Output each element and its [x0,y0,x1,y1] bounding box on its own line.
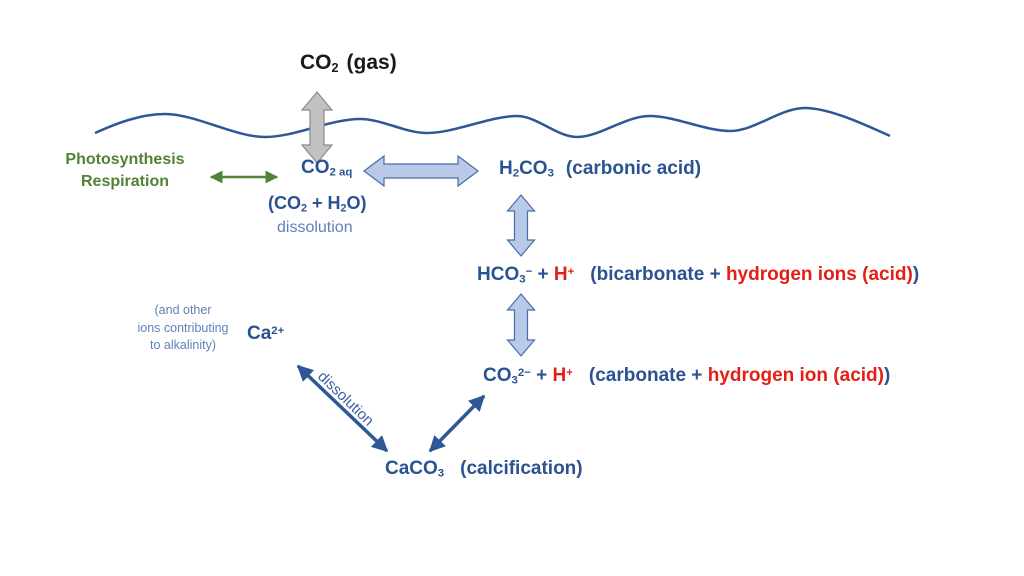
co2-aq-label: CO2 aq [301,157,352,179]
co3-subscript: 3 [511,374,518,387]
co2-h2o-p1: (CO [268,193,301,213]
co3-charge: 2− [517,366,531,379]
water-surface-wave [94,106,891,139]
co3-formula: CO [483,365,512,386]
hco3-subscript: 3 [519,273,526,286]
alkalinity-note: (and other ions contributing to alkalini… [127,302,239,355]
caco3-subscript: 3 [437,467,445,480]
co2-gas-state: (gas) [346,51,397,74]
co2-aq-subscript: 2 aq [329,166,353,179]
plus-sign: + [532,264,554,285]
co2-gas-formula: CO [300,51,332,74]
calcium-ion-label: Ca2+ [247,323,284,345]
alkalinity-note-line3: to alkalinity) [150,338,216,352]
hco3-formula: HCO [477,264,520,285]
photosynthesis-text: Photosynthesis [65,151,185,168]
co2-aq-formula: CO [301,157,330,178]
air-sea-exchange-arrow [300,91,334,164]
hydrogen-ion: H [553,264,568,285]
calcium-formula: Ca [247,323,272,344]
co2-gas-label: CO2 (gas) [300,51,397,75]
co2-h2o-s1: 2 [301,202,308,215]
hydrogen-ion-charge: + [567,265,575,278]
dissolution-surface-label: dissolution [277,219,353,236]
h2co3-formula: H [499,158,513,179]
h2co3-sub1: 2 [512,167,520,180]
caco3-formula: CaCO [385,458,438,479]
alkalinity-note-line2: ions contributing [137,320,229,335]
desc-close-paren: ) [883,365,891,386]
bicarbonate-equation: HCO3− + H+ (bicarbonate + hydrogen ions (… [477,264,919,286]
co2-plus-h2o-label: (CO2 + H2O) [268,193,367,214]
plus-sign: + [530,365,553,386]
hydrogen-ion-acid-desc: hydrogen ion (acid) [707,365,884,386]
hydrogen-ions-acid-desc: hydrogen ions (acid) [725,264,913,285]
caco3-dissolution-arrow [296,364,389,453]
bicarbonate-carbonate-equilibrium-arrow [506,293,536,357]
hco3-charge: − [525,265,533,278]
calcification-text: (calcification) [460,458,583,479]
co2aq-h2co3-equilibrium-arrow [363,154,479,188]
hydrogen-ion: H [552,365,567,386]
respiration-text: Respiration [80,173,169,190]
h2co3-label: H2CO3 (carbonic acid) [499,158,701,180]
hydrogen-ion-charge: + [566,366,573,379]
carbonate-desc: (carbonate + [588,365,708,386]
carbonate-equation: CO32− + H+ (carbonate + hydrogen ion (aci… [483,365,890,387]
caco3-label: CaCO3 (calcification) [385,458,583,480]
alkalinity-note-line1: (and other [154,303,212,317]
caco3-calcification-arrow [428,394,486,453]
co2-h2o-p2: + H [307,193,341,213]
calcium-charge: 2+ [271,324,285,337]
h2co3-sub2: 3 [547,167,554,180]
co2-h2o-p3: O) [346,193,367,213]
co2-gas-subscript: 2 [331,60,339,75]
photosynthesis-respiration-label: Photosynthesis Respiration [50,149,200,193]
co2-h2o-s2: 2 [340,202,347,215]
h2co3-bicarbonate-equilibrium-arrow [506,194,536,257]
desc-close-paren: ) [912,264,920,285]
carbonic-acid-text: (carbonic acid) [565,158,702,179]
h2co3-formula2: CO [519,158,548,179]
bicarbonate-desc: (bicarbonate + [590,264,726,285]
